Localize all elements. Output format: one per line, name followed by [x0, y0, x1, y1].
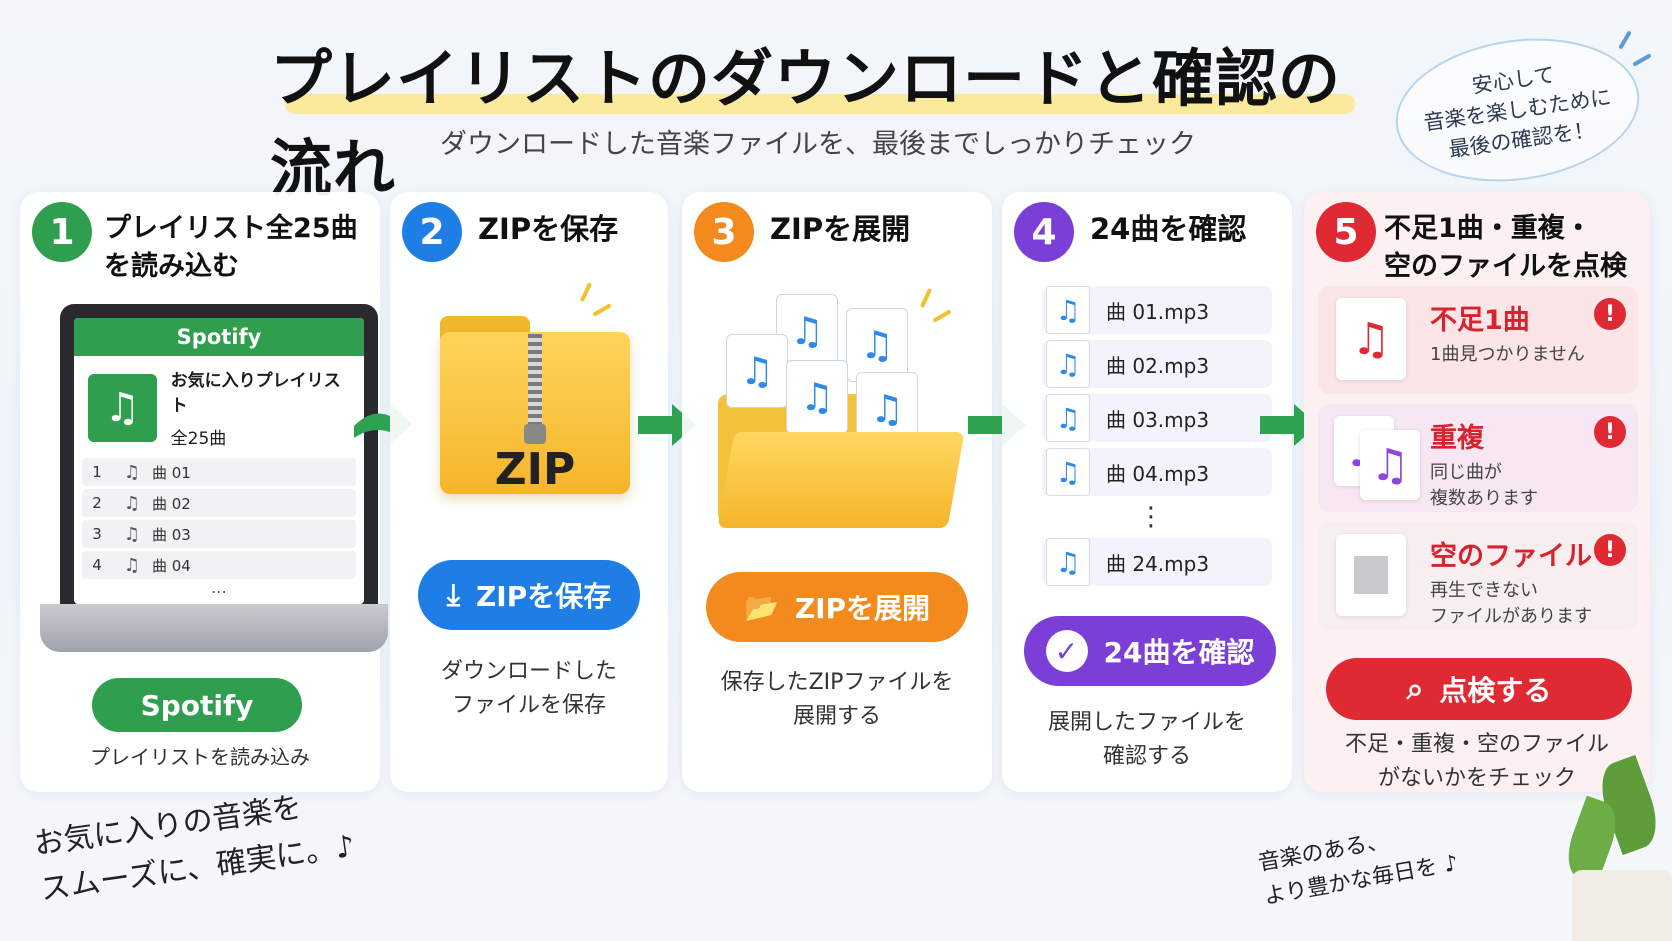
file-row[interactable]: ♫曲 01.mp3 [1042, 286, 1272, 334]
ellipsis: ⋮ [1138, 502, 1164, 532]
problem-title: 空のファイル [1430, 541, 1592, 572]
step-card-3: 3 ZIPを展開 ♫ ♫ ♫ ♫ ♫ 📂 ZIPを展開 保存したZIPファイルを… [682, 192, 992, 792]
step-description: ダウンロードした ファイルを保存 [440, 659, 617, 718]
sparkle-mark [1618, 30, 1632, 50]
step-title: ZIPを展開 [770, 212, 911, 246]
search-icon: ⌕ [1406, 671, 1424, 707]
music-note-icon: ♫ [88, 373, 157, 442]
step-title: 不足1曲・重複・ 空のファイルを点検 [1384, 213, 1627, 282]
missing-track-alert: ♫ 不足1曲 1曲見つかりません ! [1318, 286, 1638, 394]
music-file-icon: ♫ [1046, 448, 1090, 496]
more-indicator: ⋯ [211, 582, 227, 601]
empty-file-alert: 空のファイル 再生できない ファイルがあります ! [1318, 522, 1638, 630]
track-row[interactable]: 4♫曲 04 [82, 551, 356, 579]
alert-icon: ! [1594, 416, 1626, 448]
step-number: 3 [694, 202, 754, 262]
file-row[interactable]: ♫曲 24.mp3 [1042, 538, 1272, 586]
step-description: 展開したファイルを 確認する [1047, 710, 1246, 769]
step-number: 1 [32, 202, 92, 262]
step-card-4: 4 24曲を確認 ♫曲 01.mp3 ♫曲 02.mp3 ♫曲 03.mp3 ♫… [1002, 192, 1292, 792]
right-handwritten-note: 音楽のある、 より豊かな毎日を ♪ [1256, 828, 1461, 910]
step-number: 2 [402, 202, 462, 262]
left-handwritten-note: お気に入りの音楽を スムーズに、確実に。♪ [31, 789, 357, 908]
empty-file-icon [1336, 534, 1406, 616]
alert-icon: ! [1594, 298, 1626, 330]
problem-text: 同じ曲が 複数あります [1430, 462, 1538, 509]
duplicate-files-icon: ♫ [1360, 430, 1420, 500]
step-card-1: 1 プレイリスト全25曲 を読み込む Spotify ♫ お気に入りプレイリスト… [20, 192, 388, 792]
laptop-keyboard [40, 604, 388, 652]
download-icon: ⤓ [446, 577, 460, 613]
file-row[interactable]: ♫曲 02.mp3 [1042, 340, 1272, 388]
playlist-name: お気に入りプレイリスト [170, 371, 341, 416]
title-highlight [285, 94, 1355, 114]
step-title: ZIPを保存 [478, 212, 619, 246]
step-description: 不足・重複・空のファイル がないかをチェック [1344, 732, 1609, 791]
step-number: 5 [1316, 202, 1376, 262]
extract-zip-button[interactable]: 📂 ZIPを展開 [706, 572, 968, 642]
arrow-right-icon [1260, 404, 1318, 446]
page-title: プレイリストのダウンロードと確認の流れ [270, 42, 1342, 205]
track-row[interactable]: 3♫曲 03 [82, 520, 356, 548]
problem-title: 重複 [1430, 423, 1484, 454]
duplicate-alert: ♫ ♫ 重複 同じ曲が 複数あります ! [1318, 404, 1638, 512]
problem-title: 不足1曲 [1430, 305, 1530, 336]
speech-bubble: 安心して 音楽を楽しむために 最後の確認を！ [1386, 23, 1649, 197]
spotify-window: Spotify ♫ お気に入りプレイリスト 全25曲 1♫曲 01 2♫曲 02… [74, 318, 364, 604]
music-file-icon: ♫ [1046, 394, 1090, 442]
step-description: 保存したZIPファイルを 展開する [720, 670, 954, 729]
confirm-tracks-button[interactable]: ✓ 24曲を確認 [1024, 616, 1276, 686]
music-note-icon: ♫ [123, 554, 141, 576]
music-file-icon: ♫ [1046, 340, 1090, 388]
sparkle-mark [1632, 53, 1652, 67]
step-title: プレイリスト全25曲 を読み込む [104, 213, 358, 282]
step-card-5: 5 不足1曲・重複・ 空のファイルを点検 ♫ 不足1曲 1曲見つかりません ! … [1304, 192, 1650, 792]
music-file-icon: ♫ [1046, 538, 1090, 586]
zip-folder-icon: ZIP [440, 304, 630, 495]
step-title: 24曲を確認 [1090, 212, 1247, 246]
music-file-icon: ♫ [1336, 298, 1406, 380]
sparkle-mark [579, 282, 593, 302]
app-header: Spotify [74, 318, 364, 356]
folder-open-icon: 📂 [743, 590, 779, 624]
plant-decoration [1552, 754, 1672, 941]
music-file-icon: ♫ [846, 308, 908, 382]
file-row[interactable]: ♫曲 03.mp3 [1042, 394, 1272, 442]
step-description: プレイリストを読み込み [90, 745, 310, 769]
file-row[interactable]: ♫曲 04.mp3 [1042, 448, 1272, 496]
playlist-header: ♫ お気に入りプレイリスト 全25曲 [74, 356, 364, 455]
music-note-icon: ♫ [123, 461, 141, 483]
music-note-icon: ♫ [123, 523, 141, 545]
playlist-count: 全25曲 [170, 429, 227, 449]
problem-text: 1曲見つかりません [1430, 344, 1585, 365]
inspect-button[interactable]: ⌕ 点検する [1326, 658, 1632, 720]
step-card-2: 2 ZIPを保存 ZIP ⤓ ZIPを保存 ダウンロードした ファイルを保存 [390, 192, 668, 792]
music-file-icon: ♫ [1046, 286, 1090, 334]
page-subtitle: ダウンロードした音楽ファイルを、最後までしっかりチェック [440, 129, 1196, 160]
spotify-button[interactable]: Spotify [92, 678, 302, 732]
music-note-icon: ♫ [123, 492, 141, 514]
bubble-text: 安心して 音楽を楽しむために 最後の確認を！ [1422, 62, 1613, 162]
laptop-screen: Spotify ♫ お気に入りプレイリスト 全25曲 1♫曲 01 2♫曲 02… [60, 304, 378, 604]
track-row[interactable]: 1♫曲 01 [82, 458, 356, 486]
step-number: 4 [1014, 202, 1074, 262]
save-zip-button[interactable]: ⤓ ZIPを保存 [418, 560, 640, 630]
problem-text: 再生できない ファイルがあります [1430, 580, 1592, 627]
arrow-right-icon [638, 404, 696, 446]
zip-label: ZIP [494, 444, 576, 495]
music-file-icon: ♫ [786, 360, 848, 434]
music-file-icon: ♫ [726, 334, 788, 408]
alert-icon: ! [1594, 534, 1626, 566]
track-row[interactable]: 2♫曲 02 [82, 489, 356, 517]
check-circle-icon: ✓ [1045, 630, 1088, 672]
open-folder-icon: ♫ ♫ ♫ ♫ ♫ [706, 284, 966, 528]
